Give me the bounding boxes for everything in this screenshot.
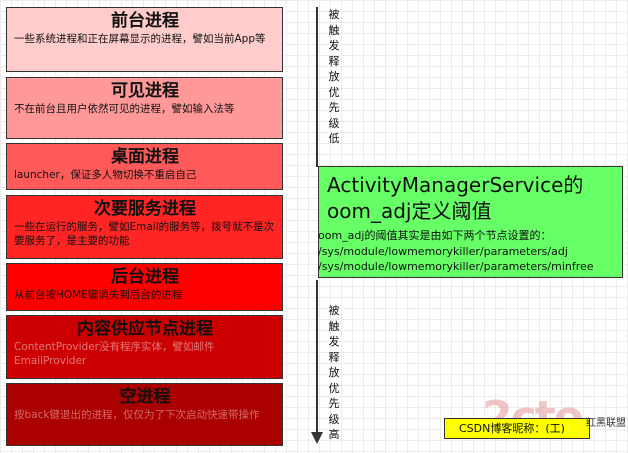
process-title: 后台进程 xyxy=(111,267,179,287)
priority-high-label: 被触发释放优先级高 xyxy=(328,304,340,441)
ams-title: ActivityManagerService的oom_adj定义阈值 xyxy=(327,173,584,223)
priority-axis-line-top xyxy=(316,7,318,167)
process-title: 桌面进程 xyxy=(111,147,179,167)
process-box-content-provider: 内容供应节点进程 ContentProvider没有程序实体，譬如邮件Email… xyxy=(6,315,283,379)
process-desc: ContentProvider没有程序实体，譬如邮件EmailProvider xyxy=(14,341,215,367)
process-box-foreground: 前台进程 一些系统进程和正在屏幕显示的进程，譬如当前App等 xyxy=(6,7,283,72)
process-title: 内容供应节点进程 xyxy=(77,319,213,339)
csdn-label: CSDN博客昵称：(工) xyxy=(444,418,590,439)
process-box-empty: 空进程 按back键退出的进程，仅仅为了下次启动快速带操作 xyxy=(6,383,283,446)
process-desc: 不在前台且用户依然可见的进程，譬如输入法等 xyxy=(14,103,235,115)
watermark-text: 红黑联盟 xyxy=(586,418,626,429)
process-desc: launcher，保证多人物切换不重启自己 xyxy=(14,169,197,181)
process-desc: 从前台按HOME键消失到后台的进程 xyxy=(14,289,183,301)
process-title: 空进程 xyxy=(119,387,171,407)
process-box-background: 后台进程 从前台按HOME键消失到后台的进程 xyxy=(6,263,283,311)
ams-threshold-box: ActivityManagerService的oom_adj定义阈值 xyxy=(318,166,623,278)
priority-axis-line-bottom xyxy=(316,280,318,432)
ams-description: oom_adj的阈值其实是由如下两个节点设置的： /sys/module/low… xyxy=(318,229,594,273)
process-title: 次要服务进程 xyxy=(94,199,196,219)
process-desc: 一些系统进程和正在屏幕显示的进程，譬如当前App等 xyxy=(14,33,266,45)
process-title: 前台进程 xyxy=(111,11,179,31)
process-desc: 一些在运行的服务，譬如Email的服务等，拨号就不是次要服务了，是主要的功能 xyxy=(14,221,275,247)
process-desc: 按back键退出的进程，仅仅为了下次启动快速带操作 xyxy=(14,409,260,421)
process-box-secondary-service: 次要服务进程 一些在运行的服务，譬如Email的服务等，拨号就不是次要服务了，是… xyxy=(6,195,283,259)
process-box-visible: 可见进程 不在前台且用户依然可见的进程，譬如输入法等 xyxy=(6,77,283,139)
process-title: 可见进程 xyxy=(111,81,179,101)
process-box-home: 桌面进程 launcher，保证多人物切换不重启自己 xyxy=(6,143,283,190)
priority-low-label: 被触发释放优先级低 xyxy=(328,8,340,145)
arrow-down-icon xyxy=(311,432,323,444)
